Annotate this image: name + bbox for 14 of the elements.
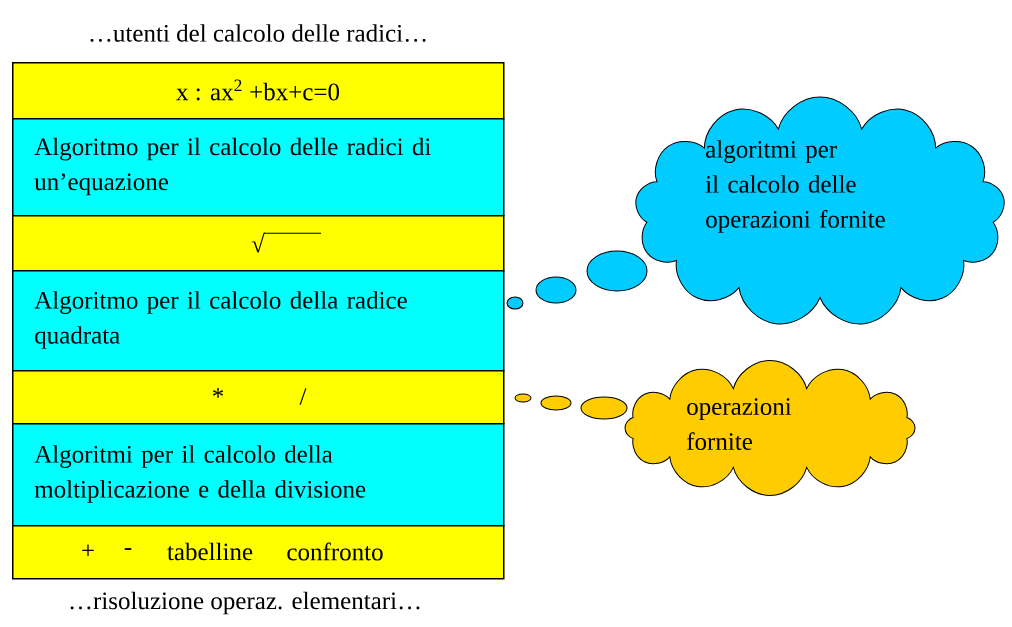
band-text: Algoritmi per il calcolo della moltiplicazione e della divisione bbox=[34, 445, 366, 503]
radical-sign: √ bbox=[251, 232, 322, 253]
band-text: confronto bbox=[287, 542, 383, 561]
band-text: + bbox=[82, 544, 94, 557]
band-text: Algoritmo per il calcolo delle radici di un’equazione bbox=[34, 137, 431, 196]
thought-cloud: algoritmi per il calcolo delle operazioni fornite bbox=[506, 96, 1005, 325]
thought-cloud: operazioni fornite bbox=[514, 360, 916, 496]
band-text: * bbox=[213, 388, 224, 398]
band-text: - bbox=[124, 548, 132, 550]
band-text: x : ax$^{2}$ +bx+c=0 bbox=[176, 79, 340, 101]
band-text: tabelline bbox=[167, 542, 253, 561]
band-text: / bbox=[299, 388, 307, 405]
band-text: Algoritmo per il calcolo della radice quadrata bbox=[34, 291, 407, 349]
caption-text: …risoluzione operaz. elementari… bbox=[70, 591, 420, 615]
